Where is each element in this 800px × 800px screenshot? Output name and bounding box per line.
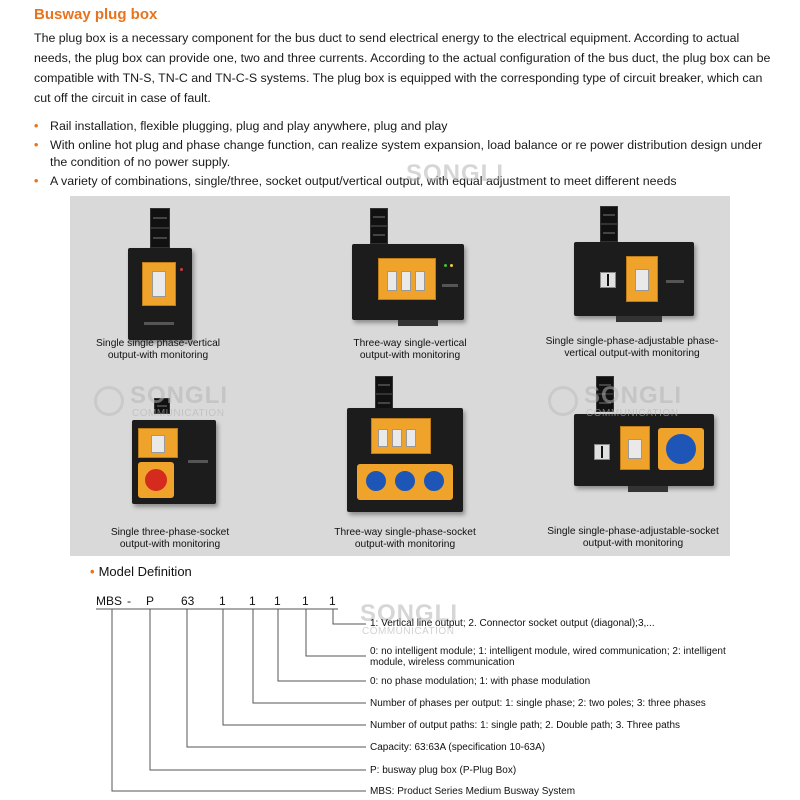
- product-single-adjustable-vertical: [570, 206, 700, 336]
- rotary-switch-icon: [594, 444, 610, 460]
- product-three-phase-socket: [130, 396, 230, 516]
- bullet-icon: •: [34, 119, 39, 133]
- code-segment-intelligent: 1: [302, 594, 309, 608]
- definition-capacity: Capacity: 63:63A (specification 10-63A): [370, 742, 546, 753]
- definition-series: MBS: Product Series Medium Busway System: [370, 786, 576, 797]
- page-title: Busway plug box: [34, 6, 158, 23]
- bullet-icon: •: [34, 138, 39, 152]
- feature-item: •A variety of combinations, single/three…: [34, 174, 677, 188]
- socket-icon: [663, 431, 699, 467]
- definition-paths: Number of output paths: 1: single path; …: [370, 720, 681, 731]
- connector-icon: [150, 228, 170, 248]
- product-three-way-vertical: [348, 206, 464, 346]
- plug-box-image: [574, 242, 694, 316]
- intro-paragraph: The plug box is a necessary component fo…: [34, 31, 771, 105]
- plug-box-image: [347, 408, 463, 512]
- definition-intelligent-cont: module, wireless communication: [370, 657, 515, 668]
- code-segment-phase-mod: 1: [274, 594, 281, 608]
- bullet-icon: •: [34, 174, 39, 188]
- connector-icon: [596, 394, 614, 412]
- feature-list: •Rail installation, flexible plugging, p…: [34, 118, 774, 192]
- product-single-adjustable-socket: [570, 376, 720, 506]
- connector-icon: [600, 224, 618, 242]
- feature-item: •With online hot plug and phase change f…: [34, 138, 763, 169]
- watermark-logo-icon: [548, 386, 578, 416]
- watermark-logo-icon: [94, 386, 124, 416]
- code-segment-output: 1: [329, 594, 336, 608]
- socket-icon: [392, 468, 418, 494]
- socket-icon: [363, 468, 389, 494]
- bullet-icon: •: [90, 564, 95, 579]
- connector-icon: [370, 208, 388, 226]
- code-segment-phases: 1: [249, 594, 256, 608]
- watermark-sub: COMMUNICATION: [586, 408, 679, 419]
- watermark: SONGLI: [360, 600, 459, 627]
- connector-icon: [154, 398, 170, 414]
- feature-item: •Rail installation, flexible plugging, p…: [34, 119, 448, 133]
- connector-icon: [600, 206, 618, 224]
- code-segment-paths: 1: [219, 594, 226, 608]
- plug-box-image: [352, 244, 464, 320]
- watermark: SONGLI: [584, 382, 683, 409]
- plug-box-image: [128, 248, 192, 340]
- rotary-switch-icon: [600, 272, 616, 288]
- plug-box-image: [574, 414, 714, 486]
- watermark: SONGLI: [130, 382, 229, 409]
- watermark-sub: COMMUNICATION: [362, 626, 455, 637]
- socket-icon: [421, 468, 447, 494]
- connector-icon: [375, 376, 393, 394]
- code-segment-series: MBS: [96, 594, 123, 608]
- product-single-vertical: [110, 206, 210, 366]
- socket-icon: [142, 466, 170, 494]
- model-definition-heading: •Model Definition: [90, 564, 192, 579]
- code-segment-capacity: 63: [181, 594, 195, 608]
- connector-icon: [150, 208, 170, 228]
- watermark: SONGLI: [406, 160, 505, 187]
- product-three-way-socket: [345, 374, 465, 514]
- connector-icon: [370, 226, 388, 244]
- definition-output-type: 1: Vertical line output; 2. Connector so…: [370, 618, 655, 629]
- watermark-sub: COMMUNICATION: [132, 408, 225, 419]
- code-segment-dash: -: [127, 594, 131, 608]
- code-segment-type: P: [146, 594, 155, 608]
- definition-type: P: busway plug box (P-Plug Box): [370, 765, 517, 776]
- connector-icon: [375, 394, 393, 412]
- definition-phase-mod: 0: no phase modulation; 1: with phase mo…: [370, 676, 591, 687]
- definition-phases: Number of phases per output: 1: single p…: [370, 698, 706, 709]
- connector-icon: [596, 376, 614, 394]
- product-caption: Single single-phase-adjustable phase-ver…: [545, 336, 719, 359]
- plug-box-image: [132, 420, 216, 504]
- definition-intelligent: 0: no intelligent module; 1: intelligent…: [370, 646, 726, 657]
